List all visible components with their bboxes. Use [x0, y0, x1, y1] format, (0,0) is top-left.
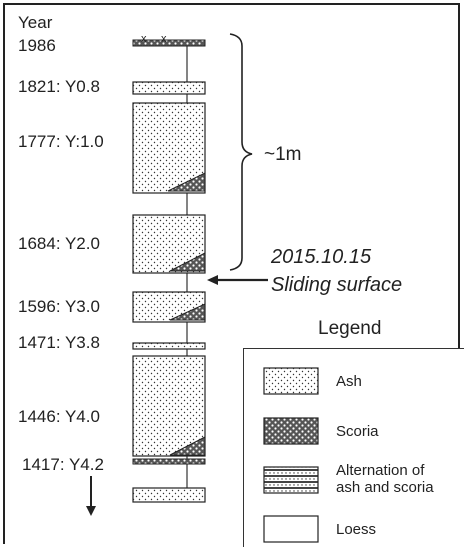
- stratum-label-1596: 1596: Y3.0: [18, 297, 100, 316]
- legend-label-ash: Ash: [336, 373, 362, 390]
- annotation-date: 2015.10.15: [271, 244, 371, 270]
- layer-bottom: [133, 488, 205, 502]
- layer-1821: [133, 82, 205, 94]
- sliding-surface-arrowhead: [207, 275, 218, 285]
- stratum-label-1446: 1446: Y4.0: [18, 407, 100, 426]
- vegetation-mark-1: x: [141, 33, 147, 45]
- stratum-label-1777: 1777: Y:1.0: [18, 132, 104, 151]
- legend-swatch-ash: [264, 368, 318, 394]
- stratum-label-1471: 1471: Y3.8: [18, 333, 100, 352]
- stratum-label-1684: 1684: Y2.0: [18, 234, 100, 253]
- legend-label-alternation-line2: ash and scoria: [336, 479, 434, 496]
- stratum-label-1417: 1417: Y4.2: [22, 455, 104, 474]
- annotation-sliding-surface: Sliding surface: [271, 272, 402, 298]
- stratum-label-1821: 1821: Y0.8: [18, 77, 100, 96]
- legend-label-scoria: Scoria: [336, 423, 379, 440]
- legend-swatch-alternation: [264, 467, 318, 493]
- scale-brace: [230, 34, 252, 270]
- legend: Ash Scoria Alternation of ash and scoria…: [243, 348, 464, 547]
- layer-1471: [133, 343, 205, 349]
- legend-label-loess: Loess: [336, 521, 376, 538]
- legend-swatch-loess: [264, 516, 318, 542]
- continuation-arrowhead: [86, 506, 96, 516]
- axis-title-1986: 1986: [18, 36, 56, 55]
- axis-title-year: Year: [18, 13, 52, 32]
- legend-label-alternation-line1: Alternation of: [336, 462, 424, 479]
- legend-title: Legend: [318, 318, 381, 340]
- layer-1446: [133, 356, 205, 456]
- scale-label: ~1m: [264, 144, 302, 166]
- layer-1417: [133, 459, 205, 464]
- legend-swatch-scoria: [264, 418, 318, 444]
- vegetation-mark-2: x: [161, 33, 167, 45]
